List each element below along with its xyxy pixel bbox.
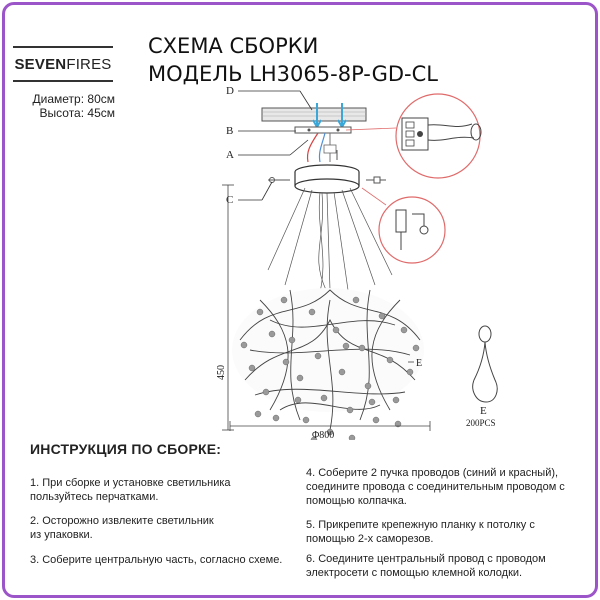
height-dimension bbox=[222, 184, 234, 431]
callout-leaders bbox=[238, 90, 313, 201]
assembly-diagram: D B A C bbox=[216, 85, 498, 440]
spec-diameter: Диаметр: 80см bbox=[32, 92, 115, 106]
instructions-heading: ИНСТРУКЦИЯ ПО СБОРКЕ: bbox=[30, 441, 222, 457]
mounting-bracket bbox=[294, 126, 352, 134]
suspension-wires bbox=[267, 187, 393, 301]
title-line-2: МОДЕЛЬ LH3065-8P-GD-CL bbox=[148, 62, 439, 86]
diameter-dimension bbox=[229, 421, 431, 431]
instruction-step-1: 1. При сборке и установке светильника по… bbox=[30, 477, 231, 503]
spec-dimensions: Диаметр: 80см Высота: 45см bbox=[17, 92, 115, 120]
crystal-part-e bbox=[472, 325, 498, 403]
callout-b: B bbox=[226, 125, 233, 137]
ceiling-plate bbox=[261, 107, 367, 122]
spec-height: Высота: 45см bbox=[39, 106, 115, 120]
screw-detail-callout bbox=[361, 187, 446, 264]
part-e-quantity: 200PCS bbox=[466, 418, 496, 428]
callout-d: D bbox=[226, 85, 234, 97]
instruction-step-6: 6. Соедините центральный провод с провод… bbox=[306, 553, 546, 579]
title-line-1: СХЕМА СБОРКИ bbox=[148, 34, 319, 58]
callout-e: E bbox=[416, 358, 422, 369]
part-e-letter: E bbox=[480, 405, 487, 417]
instruction-step-3: 3. Соберите центральную часть, согласно … bbox=[30, 554, 283, 566]
instruction-step-2: 2. Осторожно извлеките светильник из упа… bbox=[30, 515, 214, 541]
logo-regular-part: FIRES bbox=[66, 55, 112, 73]
instruction-step-4: 4. Соберите 2 пучка проводов (синий и кр… bbox=[306, 467, 565, 507]
callout-c: C bbox=[226, 194, 233, 206]
wiring-detail-callout bbox=[345, 93, 482, 179]
page-title: СХЕМА СБОРКИ МОДЕЛЬ LH3065-8P-GD-CL bbox=[148, 32, 438, 88]
height-label: 450 bbox=[216, 365, 227, 380]
instruction-step-5: 5. Прикрепите крепежную планку к потолку… bbox=[306, 519, 535, 545]
connection-wires bbox=[306, 132, 338, 163]
chandelier-body bbox=[232, 288, 424, 440]
diameter-label: Φ800 bbox=[312, 430, 334, 440]
canopy-ring bbox=[294, 164, 360, 194]
callout-a: A bbox=[226, 149, 234, 161]
logo-bold-part: SEVEN bbox=[14, 55, 67, 73]
